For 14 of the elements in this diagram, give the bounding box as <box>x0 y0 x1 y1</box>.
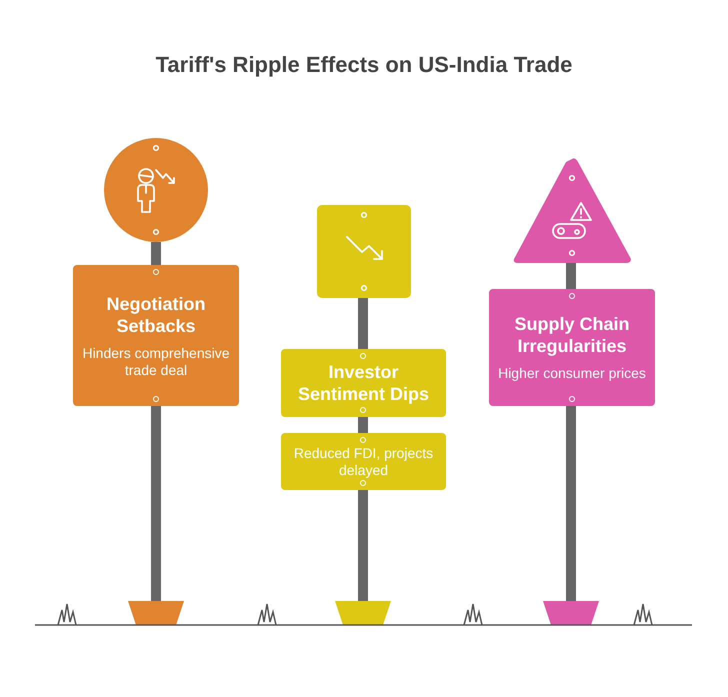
sign-board <box>73 265 239 406</box>
sign-board <box>281 433 446 490</box>
sign-heading: Negotiation Setbacks <box>106 292 206 336</box>
sign-text: Hinders comprehensive trade deal <box>81 344 231 378</box>
diagram-title: Tariff's Ripple Effects on US-India Trade <box>154 52 574 78</box>
square-sign <box>317 205 411 298</box>
triangle-sign <box>513 157 631 263</box>
circle-sign <box>104 138 208 242</box>
sign-board <box>281 349 446 417</box>
sign-heading: Supply Chain Irregularities <box>513 313 630 357</box>
sign-heading: Investor Sentiment Dips <box>296 361 430 405</box>
sign-text: Higher consumer prices <box>498 365 646 382</box>
sign-board <box>489 289 655 406</box>
sign-text: Reduced FDI, projects delayed <box>292 444 434 478</box>
